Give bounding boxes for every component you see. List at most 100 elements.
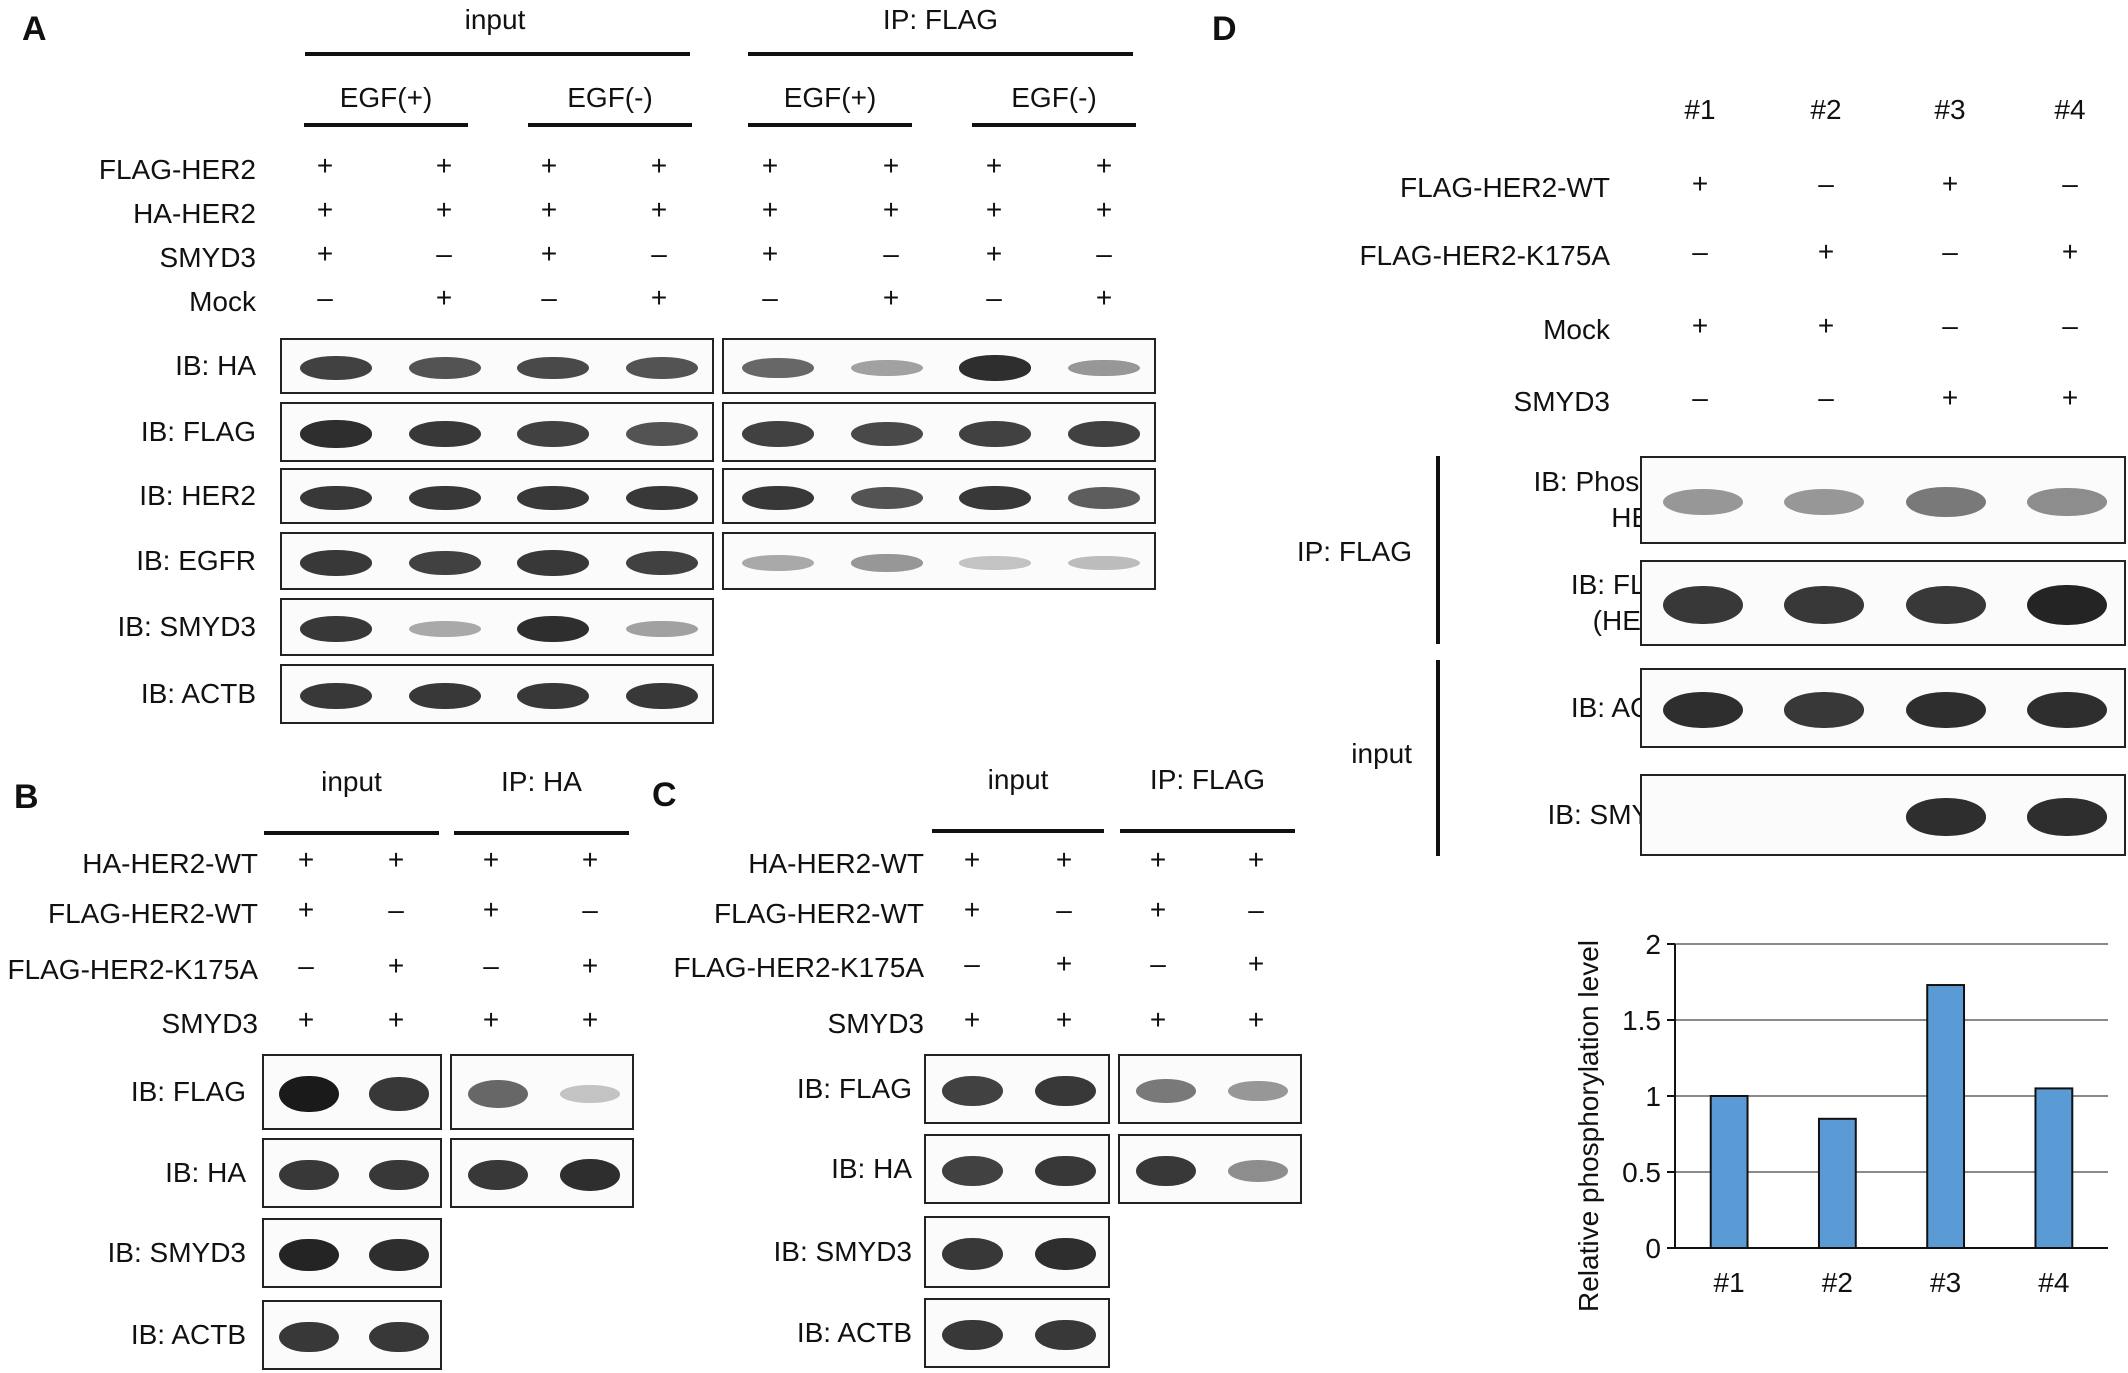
blot-input	[280, 532, 714, 590]
blot-band	[850, 421, 923, 447]
blot-band	[2027, 691, 2108, 729]
condition-symbol: +	[297, 894, 315, 925]
blot-input	[280, 664, 714, 724]
blot-input	[924, 1298, 1110, 1368]
blot-label: IB: ACTB	[796, 1317, 912, 1348]
blot-band	[941, 1076, 1004, 1106]
panel-b-ip-line	[454, 831, 629, 835]
condition-label: FLAG-HER2-WT	[1400, 172, 1610, 203]
x-tick-label: #2	[1822, 1267, 1853, 1298]
blot-band	[1034, 1075, 1097, 1107]
bar-2	[1817, 1117, 1857, 1249]
blot-band	[1067, 487, 1140, 509]
blot-input	[262, 1218, 442, 1288]
condition-symbol: –	[1096, 238, 1112, 269]
condition-symbol: +	[316, 150, 334, 181]
blot-label: IB: SMYD3	[773, 1236, 912, 1267]
blot-ip	[722, 468, 1156, 524]
blot-band	[369, 1321, 429, 1353]
panel-b-input-header: input	[321, 766, 382, 797]
condition-symbol: +	[882, 150, 900, 181]
blot-band	[467, 1159, 529, 1191]
blot-band	[742, 485, 815, 511]
blot-input	[280, 468, 714, 524]
condition-symbol: +	[761, 194, 779, 225]
condition-symbol: +	[540, 194, 558, 225]
condition-symbol: +	[1095, 282, 1113, 313]
condition-symbol: –	[2062, 310, 2078, 341]
condition-symbol: +	[1055, 948, 1073, 979]
blot-band	[369, 1077, 429, 1111]
condition-symbol: –	[1818, 168, 1834, 199]
condition-label: FLAG-HER2-K175A	[673, 952, 924, 983]
blot-ip	[722, 402, 1156, 462]
condition-label: SMYD3	[1513, 386, 1610, 417]
blot-band	[300, 420, 373, 448]
blot-label: IB: SMYD3	[107, 1237, 246, 1268]
blot-band	[1067, 421, 1140, 447]
condition-symbol: +	[2061, 382, 2079, 413]
condition-symbol: +	[1055, 844, 1073, 875]
panel-a-egf-line-2	[528, 123, 692, 127]
blot-band	[517, 615, 590, 643]
condition-symbol: +	[1055, 1004, 1073, 1035]
blot-band	[408, 621, 481, 637]
blot-label: IB: FLAG	[796, 1073, 912, 1104]
panel-a-input-header: input	[464, 4, 526, 35]
blot-band	[1034, 1319, 1097, 1351]
panel-d-input-bracket	[1436, 660, 1440, 856]
blot-band	[1034, 1155, 1097, 1187]
condition-symbol: –	[1942, 236, 1958, 267]
panel-a-input-line	[305, 52, 690, 56]
condition-symbol: +	[540, 150, 558, 181]
blot-ip	[1118, 1134, 1302, 1204]
panel-b-letter: B	[14, 778, 39, 816]
blot-band	[517, 421, 590, 447]
blot-label: IB: FLAG	[130, 1076, 246, 1107]
blot-band	[279, 1075, 339, 1113]
blot-band	[2027, 798, 2108, 836]
condition-symbol: +	[316, 238, 334, 269]
blot-band	[1905, 798, 1986, 836]
blot-band	[300, 682, 373, 710]
blot-band	[1135, 1079, 1197, 1103]
blot-label: IB: HA	[175, 350, 256, 381]
blot-band	[408, 550, 481, 576]
condition-label: HA-HER2-WT	[748, 848, 924, 879]
condition-symbol: –	[986, 282, 1002, 313]
condition-label: SMYD3	[159, 242, 256, 273]
blot-band	[300, 485, 373, 511]
blot-band	[279, 1159, 339, 1191]
blot-band	[625, 620, 698, 638]
condition-symbol: +	[882, 194, 900, 225]
condition-symbol: +	[1817, 310, 1835, 341]
condition-symbol: +	[1095, 194, 1113, 225]
panel-a-egf-line-4	[972, 123, 1136, 127]
condition-label: SMYD3	[827, 1008, 924, 1039]
condition-symbol: +	[1691, 168, 1709, 199]
condition-label: FLAG-HER2-K175A	[7, 954, 258, 985]
condition-symbol: –	[2062, 168, 2078, 199]
y-tick-label: 1	[1645, 1081, 1661, 1112]
blot-input	[262, 1300, 442, 1370]
condition-symbol: –	[582, 894, 598, 925]
blot-ip	[450, 1054, 634, 1130]
blot-band	[1662, 586, 1743, 624]
blot-band	[408, 682, 481, 710]
blot-band	[1227, 1080, 1289, 1102]
condition-label: FLAG-HER2-K175A	[1359, 240, 1610, 271]
blot-band	[517, 485, 590, 511]
condition-symbol: –	[436, 238, 452, 269]
lane-header: #1	[1684, 94, 1716, 125]
blot-band	[941, 1156, 1004, 1186]
blot-band	[369, 1159, 429, 1191]
blot-band	[625, 485, 698, 511]
blot-label: IB: ACTB	[140, 678, 256, 709]
condition-label: SMYD3	[161, 1008, 258, 1039]
condition-symbol: +	[1941, 168, 1959, 199]
panel-a-letter: A	[22, 10, 47, 48]
y-axis-label: Relative phosphorylation level	[1573, 940, 1604, 1312]
blot-input	[280, 338, 714, 394]
bar-4	[2034, 1087, 2074, 1249]
